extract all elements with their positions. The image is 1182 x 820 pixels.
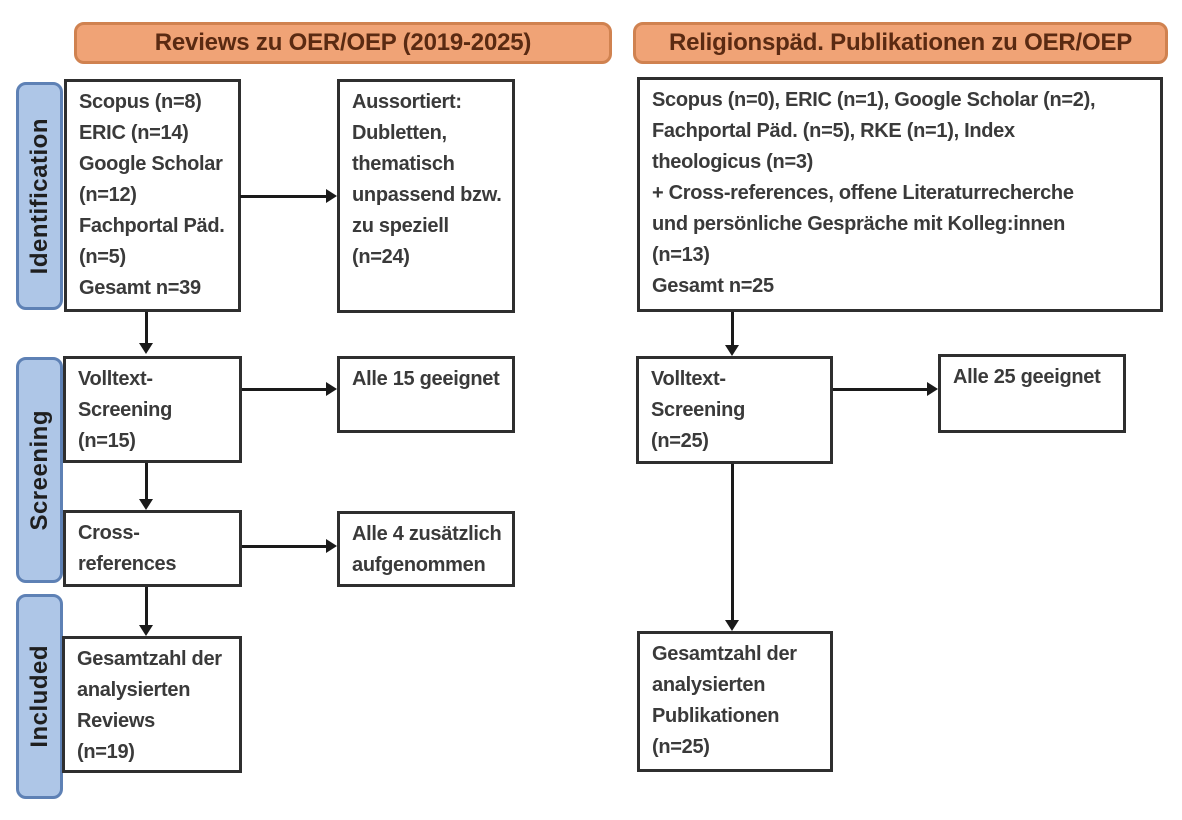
box-publications-fulltext-result: Alle 25 geeignet	[938, 354, 1126, 433]
box-reviews-fulltext-result: Alle 15 geeignet	[337, 356, 515, 433]
stage-label-included: Included	[16, 594, 63, 799]
box-reviews-excluded: Aussortiert: Dubletten, thematisch unpas…	[337, 79, 515, 313]
box-reviews-crossreferences: Cross-references (n=4)	[63, 510, 242, 587]
stage-label-included-text: Included	[25, 645, 53, 748]
arrow-reviews-crossref-to-included	[139, 587, 153, 636]
arrow-publications-fulltext-to-included	[725, 464, 739, 631]
arrow-reviews-fulltext-to-result	[242, 382, 337, 396]
arrow-publications-fulltext-to-result	[833, 382, 938, 396]
stage-label-screening-text: Screening	[25, 409, 53, 531]
box-publications-fulltext-screening: Volltext- Screening (n=25)	[636, 356, 833, 464]
header-reviews: Reviews zu OER/OEP (2019-2025)	[74, 22, 612, 64]
box-reviews-crossref-result: Alle 4 zusätzlich aufgenommen	[337, 511, 515, 587]
box-reviews-sources: Scopus (n=8) ERIC (n=14) Google Scholar …	[64, 79, 241, 312]
arrow-reviews-sources-to-fulltext	[139, 312, 153, 354]
box-publications-included: Gesamtzahl der analysierten Publikatione…	[637, 631, 833, 772]
box-publications-sources: Scopus (n=0), ERIC (n=1), Google Scholar…	[637, 77, 1163, 312]
stage-label-screening: Screening	[16, 357, 63, 583]
header-publications: Religionspäd. Publikationen zu OER/OEP	[633, 22, 1168, 64]
arrow-reviews-sources-to-excluded	[240, 189, 337, 203]
box-reviews-fulltext-screening: Volltext- Screening (n=15)	[63, 356, 242, 463]
stage-label-identification: Identification	[16, 82, 63, 310]
arrow-publications-sources-to-fulltext	[725, 312, 739, 356]
arrow-reviews-fulltext-to-crossref	[139, 463, 153, 510]
arrow-reviews-crossref-to-result	[242, 539, 337, 553]
box-reviews-included: Gesamtzahl der analysierten Reviews (n=1…	[62, 636, 242, 773]
stage-label-identification-text: Identification	[25, 117, 53, 275]
